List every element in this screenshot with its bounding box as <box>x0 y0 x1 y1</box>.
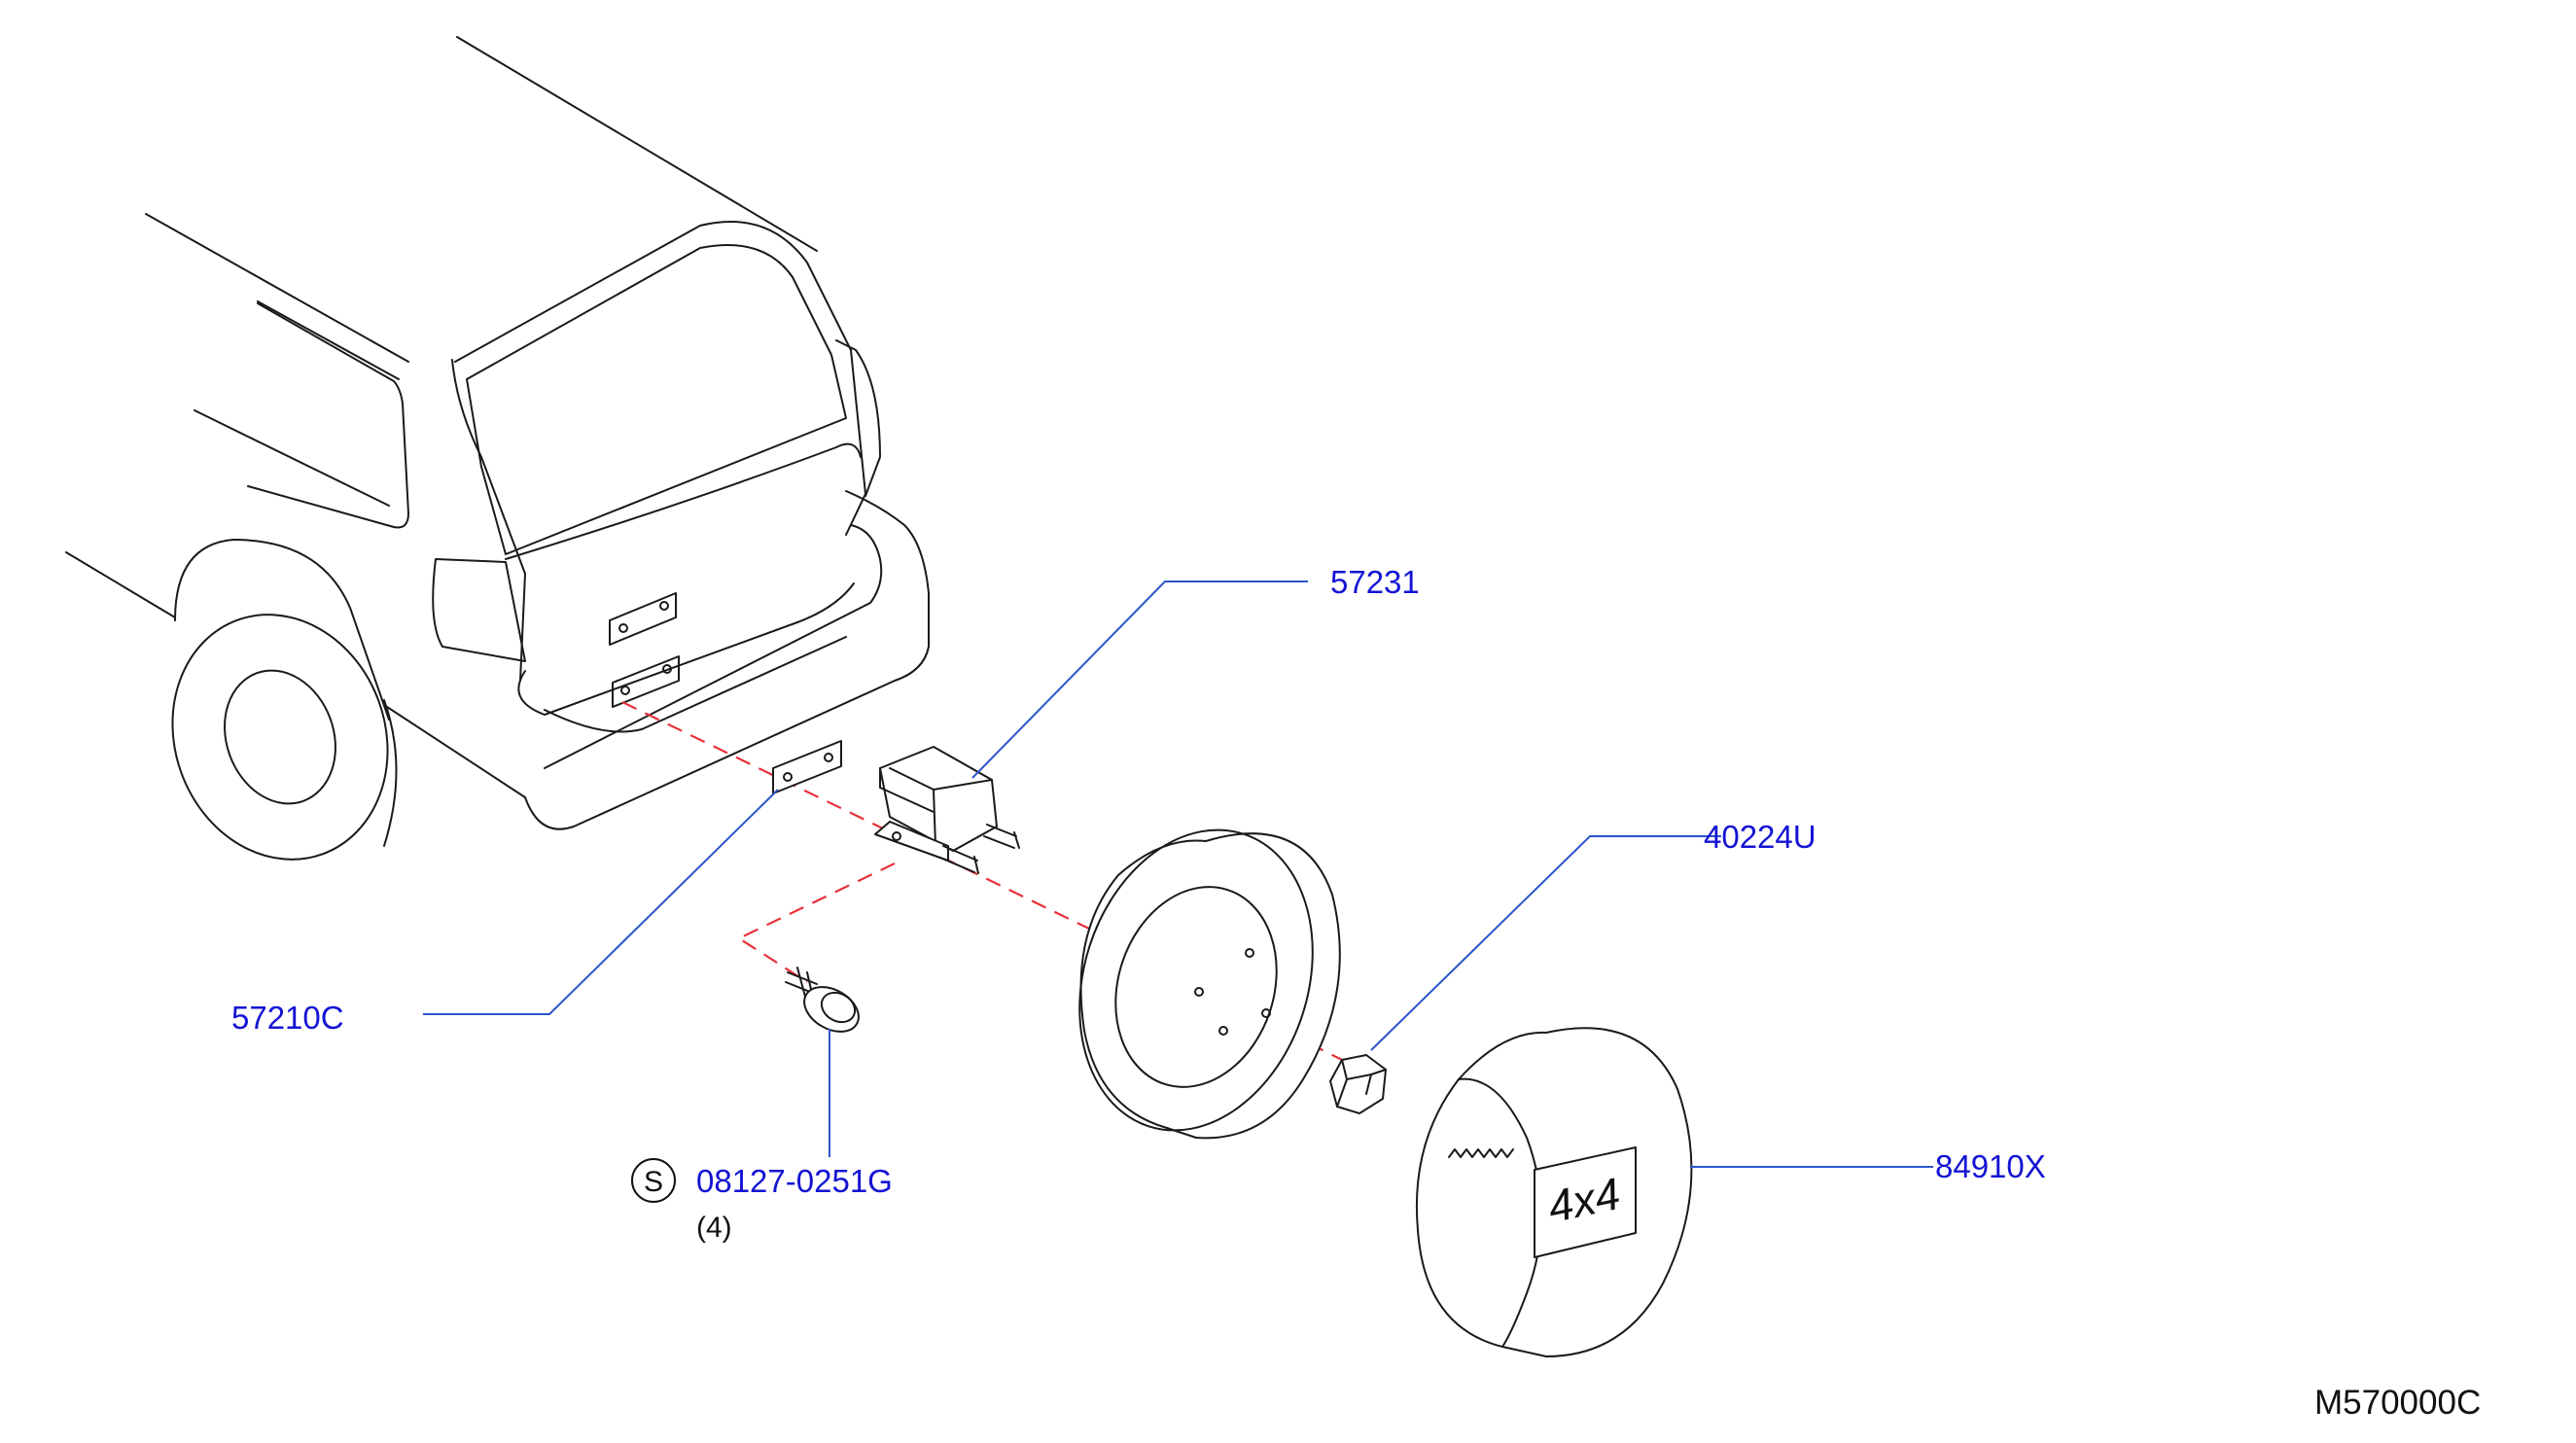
nut-40224u <box>1329 1054 1387 1114</box>
bracket-57231 <box>874 746 1020 874</box>
leader-40224u <box>1370 835 1721 1051</box>
leader-57231 <box>971 581 1308 779</box>
part-number-57210c: 57210C <box>231 1000 344 1036</box>
standard-part-badge: S <box>631 1158 676 1203</box>
vehicle-rear-illustration <box>65 36 930 861</box>
spare-tire <box>1078 828 1341 1140</box>
leader-57210c <box>423 789 779 1015</box>
spare-tire-cover-84910x: 4x4 <box>1415 1027 1693 1357</box>
plate-57210c <box>772 740 842 794</box>
diagram-reference-code: M570000C <box>2314 1384 2481 1422</box>
part-number-08127-0251g: 08127-0251G <box>696 1163 893 1199</box>
bolt-08127-0251g <box>785 967 860 1033</box>
standard-part-mark: S <box>644 1166 663 1198</box>
leader-lines <box>423 581 1933 1168</box>
part-number-57231: 57231 <box>1330 564 1420 600</box>
part-number-40224u: 40224U <box>1704 819 1817 855</box>
part-number-84910x: 84910X <box>1935 1148 2046 1184</box>
bolt-quantity: (4) <box>696 1212 732 1244</box>
